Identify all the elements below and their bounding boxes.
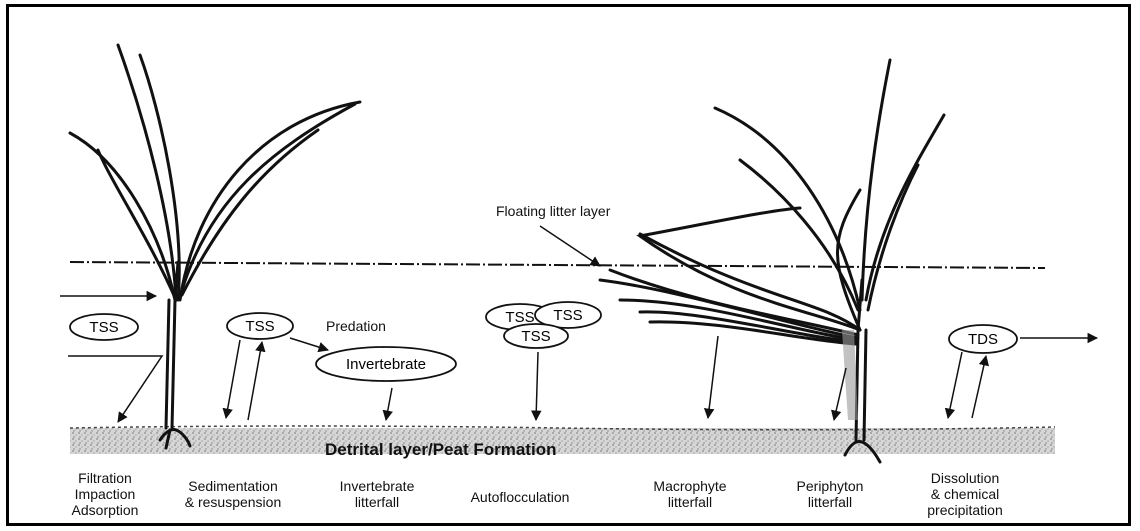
process-label-macrophyte-litterfall: Macrophyte litterfall (625, 478, 755, 510)
invertebrate-label: Invertebrate (346, 356, 426, 373)
process-label-filtration: Filtration Impaction Adsorption (45, 470, 165, 518)
detrital-layer-label: Detrital layer/Peat Formation (325, 440, 556, 460)
tss-left-label: TSS (89, 319, 118, 336)
tss-mid-label: TSS (245, 318, 274, 335)
tss-cluster-b-label: TSS (553, 307, 582, 324)
process-label-invertebrate-litterfall: Invertebrate litterfall (312, 478, 442, 510)
process-label-autoflocculation: Autoflocculation (455, 489, 585, 505)
detrital-layer (70, 426, 1055, 454)
water-surface (70, 262, 1045, 268)
tss-cluster: TSS TSS TSS (486, 302, 601, 348)
tss-oval-left: TSS (70, 314, 138, 340)
process-label-periphyton-litterfall: Periphyton litterfall (765, 478, 895, 510)
right-macrophyte (600, 60, 944, 462)
tds-label: TDS (968, 331, 998, 348)
process-label-sedimentation: Sedimentation & resuspension (168, 478, 298, 510)
tss-oval-mid: TSS (227, 313, 293, 339)
process-label-dissolution: Dissolution & chemical precipitation (900, 470, 1030, 518)
predation-label: Predation (326, 318, 386, 334)
invertebrate-oval: Invertebrate (316, 347, 456, 381)
floating-litter-label: Floating litter layer (496, 203, 610, 219)
left-macrophyte (70, 45, 360, 448)
tds-oval: TDS (949, 325, 1017, 353)
tss-cluster-c-label: TSS (521, 328, 550, 345)
